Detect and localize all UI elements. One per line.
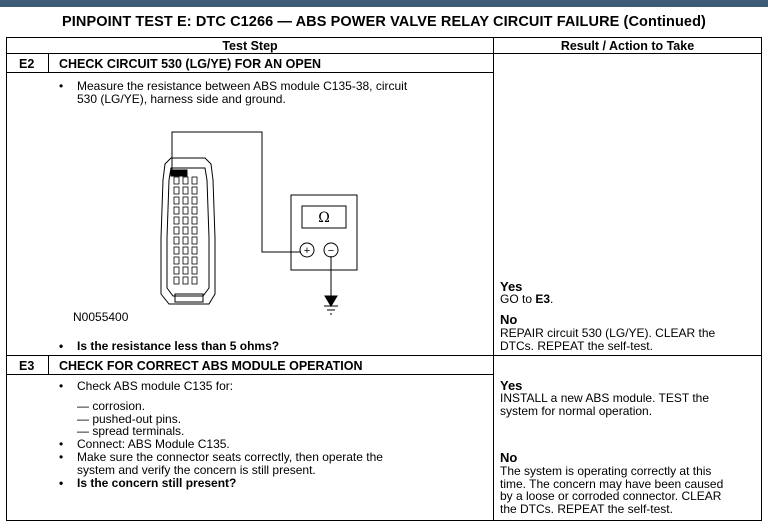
column-header-test-step: Test Step (222, 39, 278, 53)
ohmmeter (290, 194, 358, 271)
pinpoint-test-table: Test Step Result / Action to Take E2 CHE… (6, 37, 762, 521)
e2-no-line1: REPAIR circuit 530 (LG/YE). CLEAR the (500, 326, 716, 340)
e2-measure-line2: 530 (LG/YE), harness side and ground. (77, 91, 286, 106)
e3-no-line: by a loose or corroded connector. CLEAR (500, 489, 722, 503)
e2-question-text: Is the resistance less than 5 ohms? (77, 339, 280, 353)
e2-step-id: E2 (19, 57, 35, 71)
column-divider (493, 38, 494, 520)
e2-yes-text: GO to (500, 292, 536, 306)
e3-question-text: Is the concern still present? (77, 476, 237, 490)
e2-id-divider (48, 53, 49, 72)
e3-sub-item: — pushed-out pins. (77, 411, 182, 426)
e3-yes-label: Yes (500, 378, 523, 393)
e3-yes-line1: INSTALL a new ABS module. TEST the (500, 391, 709, 405)
e3-check-line: Check ABS module C135 for: (77, 379, 234, 393)
e3-sub-items: — corrosion. — pushed-out pins. — spread… (77, 400, 184, 438)
page-title: PINPOINT TEST E: DTC C1266 — ABS POWER V… (62, 14, 706, 30)
e3-make-sure-line2: system and verify the concern is still p… (77, 462, 316, 477)
minus-terminal-label: − (328, 245, 334, 257)
e3-id-divider (48, 355, 49, 374)
e3-no-line: time. The concern may have been caused (500, 476, 724, 491)
e2-yes-label: Yes (500, 279, 523, 294)
e3-no-line: The system is operating correctly at thi… (500, 464, 712, 478)
figure-id: N0055400 (73, 310, 129, 324)
ohm-symbol: Ω (318, 210, 330, 226)
e2-yes-target: E3 (535, 292, 551, 306)
e3-step-id: E3 (19, 359, 35, 373)
connector-pins (173, 176, 198, 285)
e3-sub-item: — corrosion. (77, 399, 146, 413)
e3-sub-item: — spread terminals. (77, 424, 185, 438)
top-bar (0, 0, 768, 7)
e3-no-action: The system is operating correctly at thi… (500, 465, 723, 515)
header-divider (7, 53, 761, 54)
plus-terminal-label: + (304, 245, 310, 257)
resistance-measurement-diagram: Ω + − (160, 131, 358, 315)
probe-tip (170, 169, 338, 307)
e2-yes-suffix: . (550, 292, 554, 306)
e2-yes-action: GO to E3. (500, 293, 553, 306)
e3-yes-action: INSTALL a new ABS module. TEST the syste… (500, 392, 709, 417)
e2-step-heading: CHECK CIRCUIT 530 (LG/YE) FOR AN OPEN (59, 57, 322, 71)
column-header-result: Result / Action to Take (560, 39, 695, 53)
e2-measure-line1: Measure the resistance between ABS modul… (77, 79, 408, 93)
e2-no-line2: DTCs. REPEAT the self-test. (500, 338, 653, 353)
e2-heading-divider (7, 72, 493, 73)
e3-no-label: No (500, 450, 518, 465)
e3-no-line: the DTCs. REPEAT the self-test. (500, 501, 673, 516)
section-divider (7, 355, 761, 356)
e2-no-label: No (500, 312, 518, 327)
connector-c135-drawing (160, 157, 216, 305)
e3-make-sure-line1: Make sure the connector seats correctly,… (77, 450, 383, 464)
e3-connect-line: Connect: ABS Module C135. (77, 437, 230, 451)
e3-step-heading: CHECK FOR CORRECT ABS MODULE OPERATION (59, 359, 363, 373)
e2-no-action: REPAIR circuit 530 (LG/YE). CLEAR the DT… (500, 327, 715, 352)
e3-yes-line2: system for normal operation. (500, 403, 653, 418)
e3-heading-divider (7, 374, 493, 375)
